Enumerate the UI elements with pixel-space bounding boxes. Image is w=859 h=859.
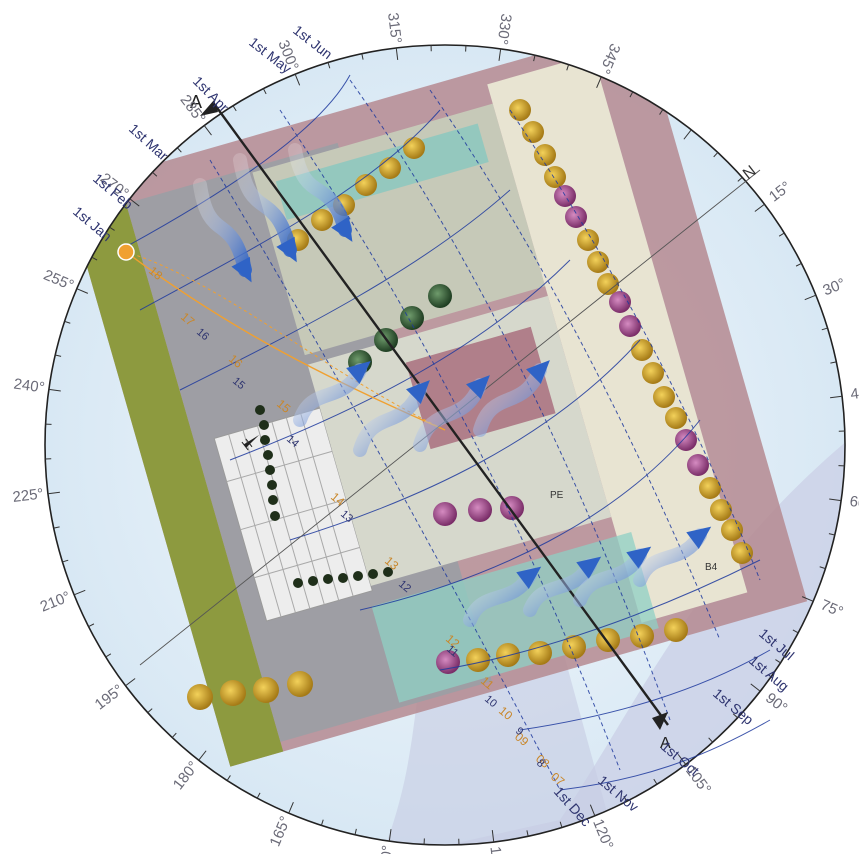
- degree-label: 345°: [596, 41, 624, 76]
- plan-label-b4: B4: [705, 562, 718, 573]
- degree-label: 135°: [486, 845, 507, 854]
- degree-label: 210°: [38, 588, 73, 615]
- degree-label: 240°: [13, 375, 46, 396]
- degree-label: 195°: [92, 681, 127, 713]
- plan-label-pe: PE: [550, 490, 564, 501]
- degree-label: 90°: [762, 689, 790, 716]
- degree-label: 315°: [384, 12, 405, 45]
- degree-label: 180°: [170, 758, 203, 793]
- month-label-mar: 1st Mar: [126, 120, 172, 163]
- degree-label: 225°: [12, 485, 45, 506]
- sun-position-marker: [118, 244, 134, 260]
- degree-label: 255°: [41, 267, 76, 295]
- degree-label: 150°: [375, 844, 396, 854]
- degree-label: 30°: [821, 275, 848, 299]
- degree-label: 120°: [589, 817, 616, 852]
- degree-label: 15°: [766, 178, 794, 205]
- degree-label: 75°: [818, 596, 846, 621]
- degree-label: 165°: [267, 814, 295, 849]
- degree-label: 45°: [850, 383, 859, 403]
- degree-label: 330°: [493, 13, 514, 46]
- degree-label: 60°: [849, 493, 859, 513]
- month-label-jan: 1st Jan: [70, 203, 115, 244]
